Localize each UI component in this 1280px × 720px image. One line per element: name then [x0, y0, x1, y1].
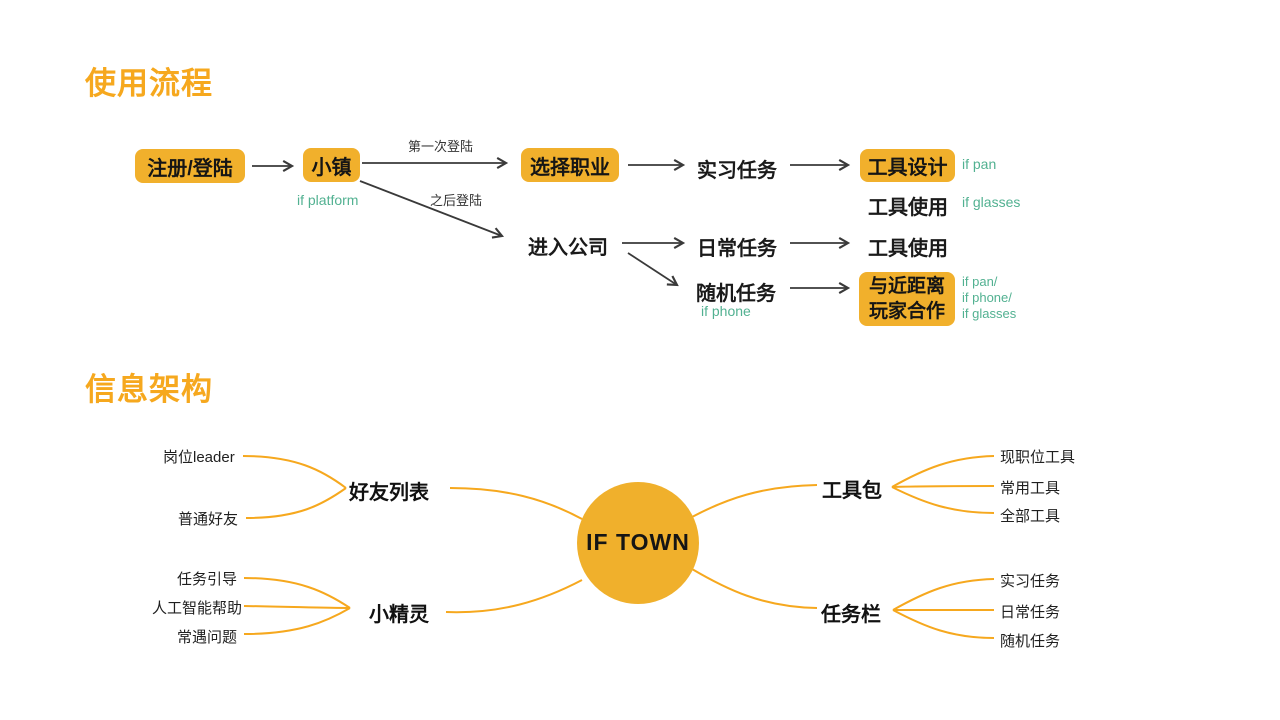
- mind-leaf-intern-task: 实习任务: [1000, 573, 1061, 590]
- flow-node-tool-use-1: 工具使用: [868, 197, 948, 219]
- mind-leaf-post-leader: 岗位leader: [163, 449, 235, 466]
- mind-branch-taskbar: 任务栏: [821, 604, 881, 626]
- mind-leaf-task-guide: 任务引导: [177, 571, 238, 588]
- mind-leaf-daily-task: 日常任务: [1000, 604, 1061, 621]
- flow-note-if-pan: if pan: [962, 156, 997, 172]
- flow-note-if-phone: if phone: [701, 303, 751, 319]
- flow-edge-first-login: 第一次登陆: [408, 139, 474, 154]
- flow-node-random-task: 随机任务: [696, 283, 776, 305]
- flow-node-intern-task: 实习任务: [697, 160, 777, 182]
- mind-leaf-random-task: 随机任务: [1000, 633, 1061, 650]
- flow-arrows: [252, 157, 851, 294]
- flow-node-enter-company: 进入公司: [528, 237, 608, 259]
- mind-leaf-current-post-tools: 现职位工具: [1000, 449, 1076, 466]
- flow-node-register: 注册/登陆: [135, 149, 245, 183]
- flow-node-town: 小镇: [303, 148, 360, 182]
- flow-note-platform: if platform: [297, 192, 359, 208]
- flow-node-coop-line2: 玩家合作: [868, 301, 945, 322]
- mind-leaf-common-tools: 常用工具: [1000, 480, 1061, 497]
- flow-note-coop-3: if glasses: [962, 306, 1017, 321]
- mind-leaf-ai-help: 人工智能帮助: [152, 600, 243, 617]
- architecture-section-title: 信息架构: [85, 372, 213, 407]
- flow-node-tool-design: 工具设计: [860, 149, 955, 182]
- mind-leaf-common-problems: 常遇问题: [177, 629, 238, 646]
- center-node-label: IF TOWN: [586, 529, 690, 555]
- flow-note-coop-1: if pan/: [962, 274, 998, 289]
- flow-note-if-glasses: if glasses: [962, 194, 1021, 210]
- flow-section-title: 使用流程: [85, 66, 213, 101]
- mind-leaf-normal-friend: 普通好友: [178, 511, 239, 528]
- center-circle: [577, 482, 699, 604]
- flow-node-tool-use-2: 工具使用: [868, 238, 948, 260]
- flow-node-choose-job: 选择职业: [521, 148, 619, 182]
- mind-branch-sprite: 小精灵: [369, 604, 429, 626]
- mind-branch-friend-list: 好友列表: [349, 482, 429, 504]
- mind-leaf-all-tools: 全部工具: [1000, 508, 1061, 525]
- flow-node-coop: 与近距离 玩家合作: [859, 272, 955, 326]
- mind-branch-toolkit: 工具包: [822, 480, 882, 502]
- flow-node-daily-task: 日常任务: [697, 238, 777, 260]
- mindmap-curves: [242, 455, 995, 639]
- flow-note-coop-2: if phone/: [962, 290, 1012, 305]
- flow-node-coop-line1: 与近距离: [868, 276, 945, 297]
- flow-edge-later-login: 之后登陆: [430, 193, 483, 208]
